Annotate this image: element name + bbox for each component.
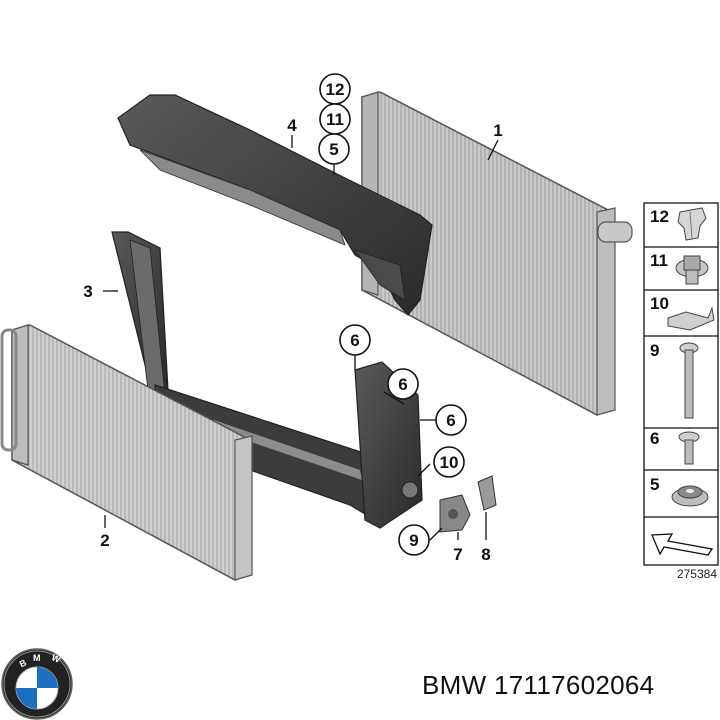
condenser-part-2 [0, 324, 253, 581]
label-part-2: 2 [100, 531, 109, 550]
grommet-rivet-icon [675, 255, 709, 285]
callout-6-mid: 6 [387, 368, 419, 400]
direction-arrow-icon [651, 533, 714, 556]
svg-text:10: 10 [440, 453, 459, 472]
callout-9: 9 [398, 524, 430, 556]
short-screw-icon [678, 431, 700, 465]
svg-text:11: 11 [326, 110, 344, 129]
label-part-7: 7 [453, 545, 462, 564]
bracket-part-7 [439, 494, 471, 533]
svg-text:6: 6 [446, 411, 455, 430]
rubber-mount-icon [671, 485, 709, 507]
bracket-part-8 [477, 475, 497, 511]
svg-text:11: 11 [650, 251, 668, 270]
svg-text:12: 12 [650, 207, 669, 226]
bolt-icon [679, 342, 699, 419]
bmw-roundel-logo: B M W [1, 648, 73, 720]
svg-text:6: 6 [350, 331, 359, 350]
diagram-id: 275384 [677, 567, 717, 581]
svg-text:M: M [33, 653, 41, 663]
callout-6-right: 6 [435, 404, 467, 436]
label-part-8: 8 [481, 545, 490, 564]
leader-lines [103, 135, 499, 541]
callout-5: 5 [318, 133, 350, 165]
label-part-3: 3 [83, 282, 92, 301]
label-part-1: 1 [493, 121, 502, 140]
legend-row-5: 5 [650, 475, 709, 507]
label-part-4: 4 [287, 116, 297, 135]
legend-row-6: 6 [650, 429, 700, 465]
svg-text:9: 9 [650, 341, 659, 360]
upper-carrier-part-4 [117, 94, 433, 316]
svg-text:5: 5 [650, 475, 659, 494]
legend-row-9: 9 [650, 341, 699, 419]
bracket-clip-icon [667, 306, 715, 331]
svg-text:6: 6 [650, 429, 659, 448]
svg-text:10: 10 [650, 294, 669, 313]
callout-12: 12 [319, 73, 351, 105]
svg-text:5: 5 [329, 140, 338, 159]
callout-6-top: 6 [339, 324, 371, 356]
svg-text:B: B [18, 657, 29, 669]
svg-text:12: 12 [326, 80, 345, 99]
legend-row-12: 12 [650, 207, 707, 241]
callout-10: 10 [433, 446, 465, 478]
part-number-label: BMW 17117602064 [422, 670, 655, 700]
callout-11: 11 [319, 103, 351, 135]
legend-row-10: 10 [650, 294, 715, 331]
svg-text:6: 6 [398, 375, 407, 394]
svg-text:9: 9 [409, 531, 418, 550]
expansion-rivet-icon [677, 207, 707, 241]
legend-row-11: 11 [650, 251, 709, 285]
fastener-legend: 12 11 10 9 [643, 202, 719, 566]
